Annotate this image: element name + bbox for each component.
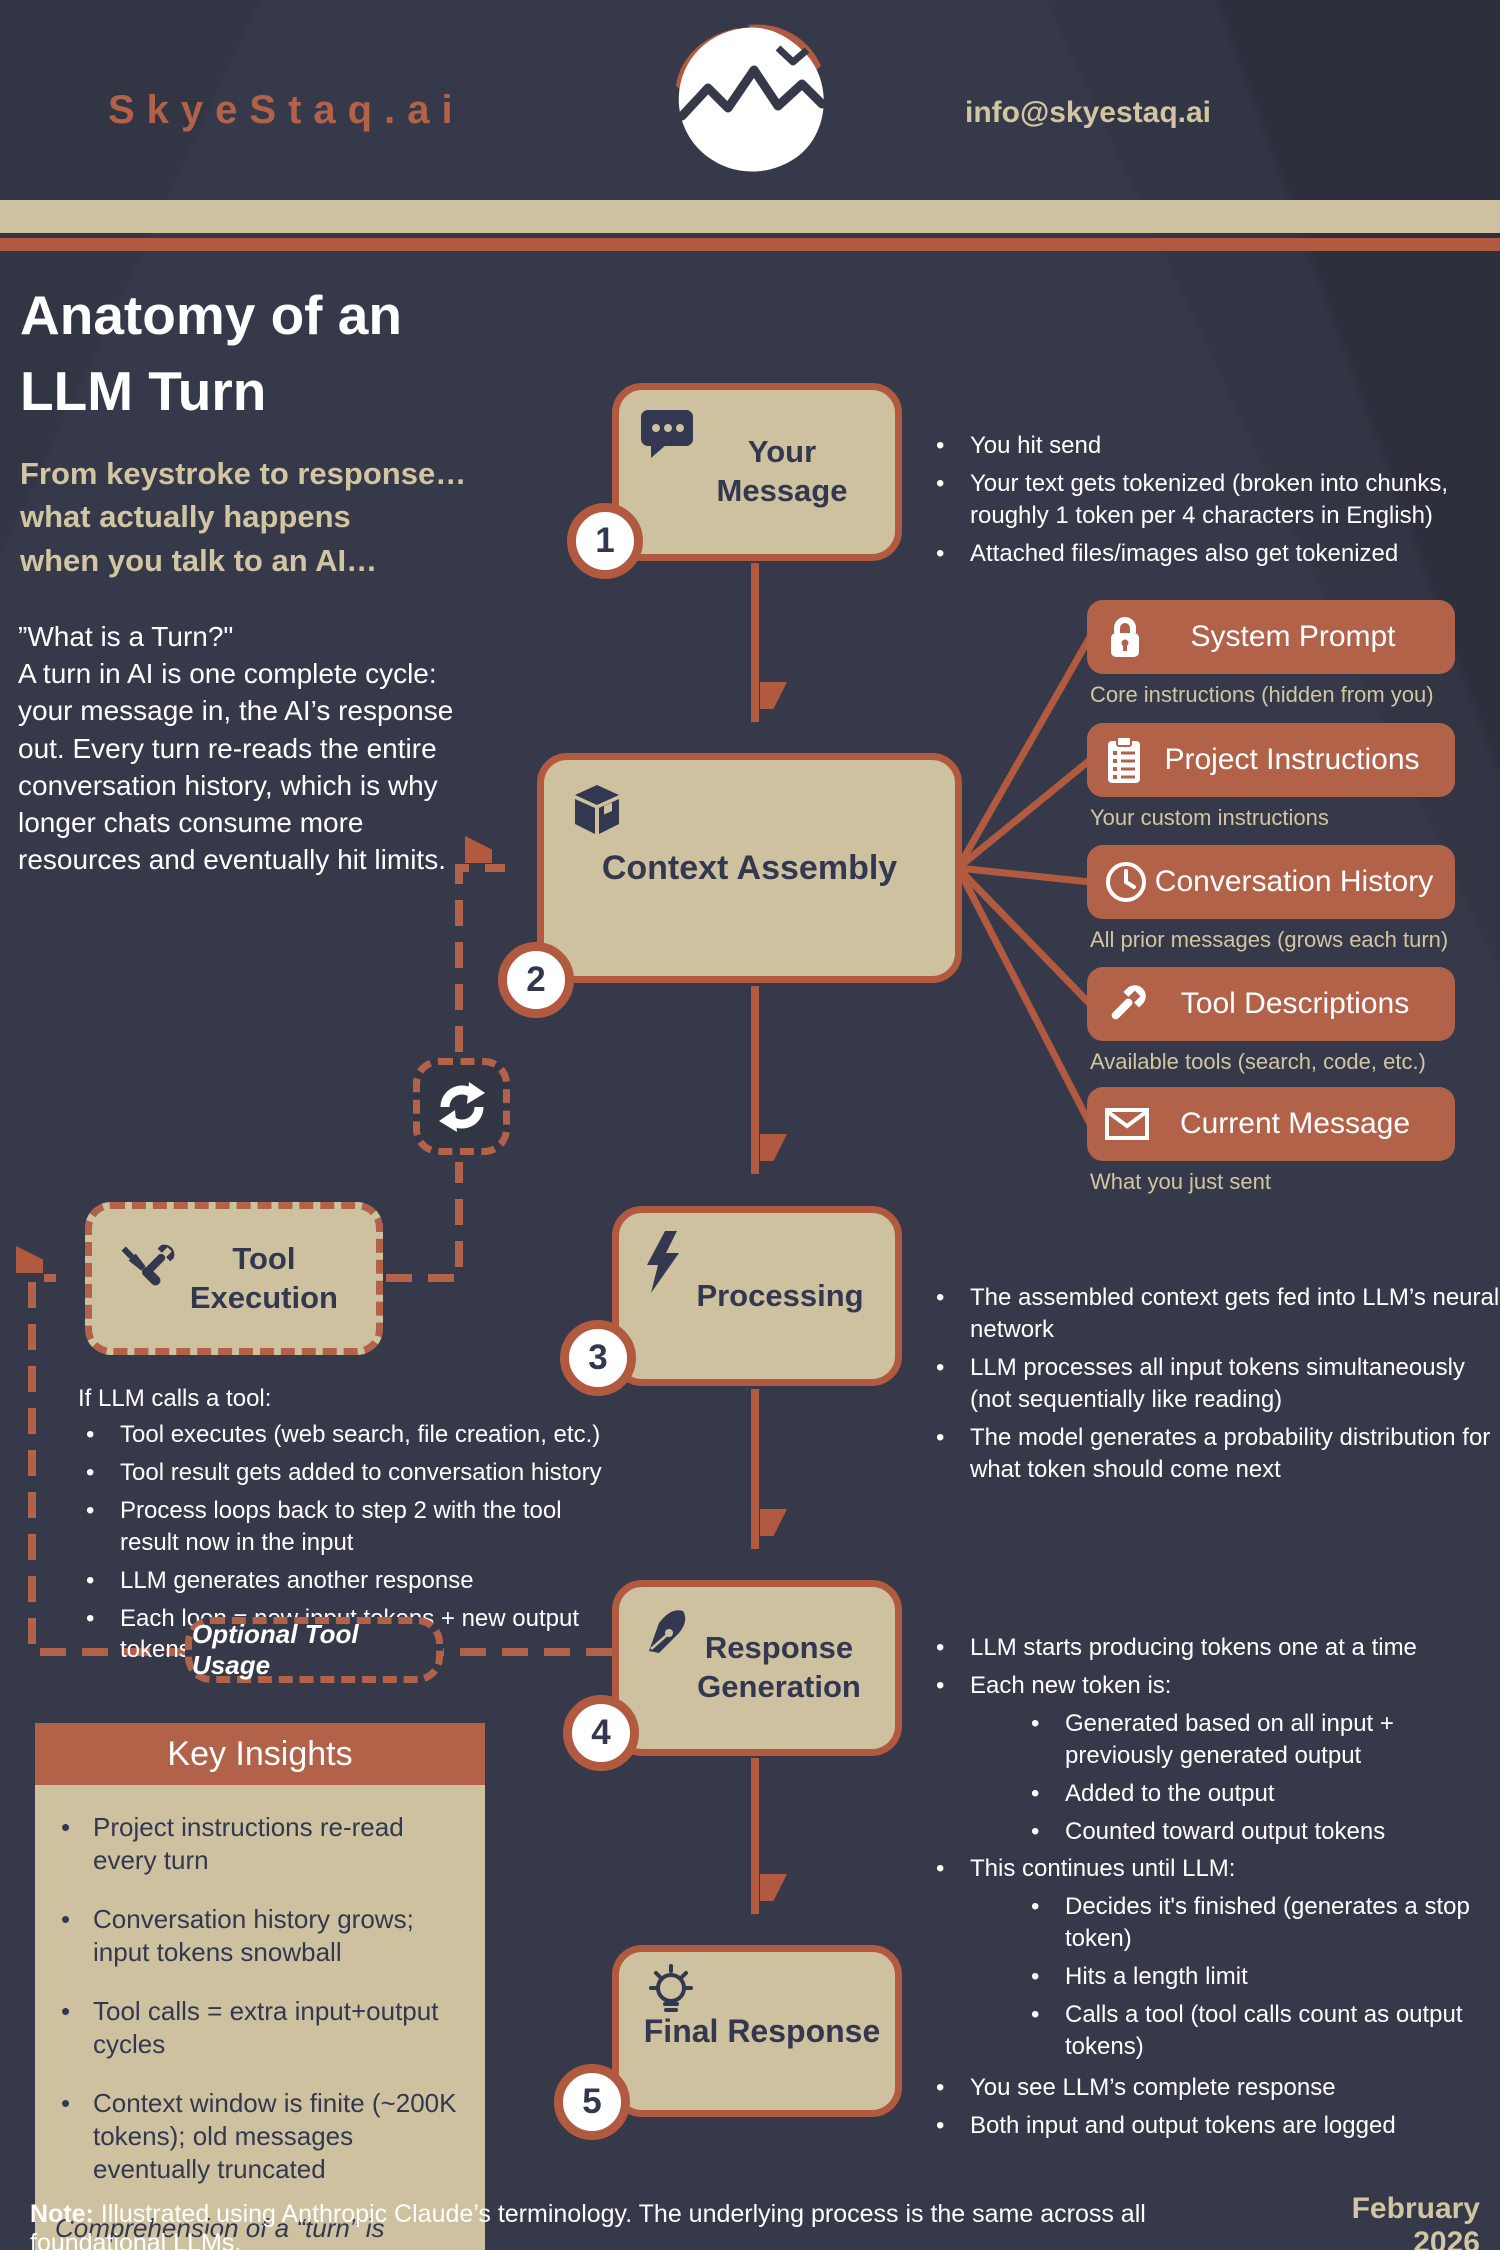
tool-bullets-intro: If LLM calls a tool: xyxy=(78,1385,272,1412)
key-insights-panel: Key Insights Project instructions re-rea… xyxy=(35,1723,485,2250)
bullet: Generated based on all input + previousl… xyxy=(1023,1708,1500,1772)
key-insights-title: Key Insights xyxy=(35,1723,485,1785)
card-caption: Available tools (search, code, etc.) xyxy=(1090,1049,1426,1074)
step-number-4: 4 xyxy=(563,1695,639,1771)
step-box-context-assembly: Context Assembly xyxy=(537,753,962,983)
bullet: Your text gets tokenized (broken into ch… xyxy=(928,468,1488,532)
step-label: Response Generation xyxy=(697,1630,861,1704)
chat-bubble-icon xyxy=(637,404,699,462)
clipboard-icon xyxy=(1103,735,1145,785)
card-label: Conversation History xyxy=(1154,865,1434,898)
bullet: Tool executes (web search, file creation… xyxy=(78,1419,608,1451)
card-caption: Your custom instructions xyxy=(1090,805,1329,830)
step-number-5: 5 xyxy=(554,2064,630,2140)
bullet: LLM processes all input tokens simultane… xyxy=(928,1352,1500,1416)
package-icon xyxy=(566,778,628,840)
pen-nib-icon xyxy=(639,1601,697,1659)
optional-tool-usage-tag: Optional Tool Usage xyxy=(185,1617,443,1683)
insight: Context window is finite (~200K tokens);… xyxy=(49,2087,463,2186)
key-insights-list: Project instructions re-read every turn … xyxy=(49,1811,463,2186)
step5-bullets: You see LLM’s complete response Both inp… xyxy=(928,2072,1488,2148)
card-conversation-history: Conversation History xyxy=(1087,845,1455,919)
envelope-icon xyxy=(1103,1104,1151,1144)
footer-note-label: Note: xyxy=(30,2200,94,2228)
bullet: The model generates a probability distri… xyxy=(928,1422,1500,1486)
card-current-message: Current Message xyxy=(1087,1087,1455,1161)
page-title: Anatomy of an LLM Turn xyxy=(20,284,402,422)
footer-note-body: Illustrated using Anthropic Claude’s ter… xyxy=(30,2200,1146,2250)
card-label: System Prompt xyxy=(1190,620,1396,653)
step-label: Tool Execution xyxy=(189,1240,338,1315)
mountain-logo-icon xyxy=(640,12,850,184)
bullet: The assembled context gets fed into LLM’… xyxy=(928,1282,1500,1346)
step1-bullets: You hit send Your text gets tokenized (b… xyxy=(928,430,1488,576)
separator-band-tan xyxy=(0,200,1500,233)
bullet: LLM starts producing tokens one at a tim… xyxy=(928,1632,1500,1664)
optional-label: Optional Tool Usage xyxy=(192,1619,359,1680)
step-box-your-message: Your Message xyxy=(612,383,902,561)
key-insights-body: Project instructions re-read every turn … xyxy=(35,1785,485,2250)
step3-bullets: The assembled context gets fed into LLM’… xyxy=(928,1282,1500,1491)
step-label: Final Response xyxy=(643,2013,881,2049)
card-label: Project Instructions xyxy=(1164,743,1420,776)
card-caption: All prior messages (grows each turn) xyxy=(1090,927,1449,952)
bullet: Both input and output tokens are logged xyxy=(928,2110,1488,2142)
step-label: Context Assembly xyxy=(601,848,898,887)
separator-band-rust xyxy=(0,238,1500,251)
bullet: This continues until LLM: xyxy=(928,1853,1500,1885)
insight: Conversation history grows; input tokens… xyxy=(49,1903,463,1969)
step-label: Your Message xyxy=(716,434,848,508)
clock-icon xyxy=(1103,859,1149,905)
bullet: Decides it's finished (generates a stop … xyxy=(1023,1891,1500,1955)
bullet: Calls a tool (tool calls count as output… xyxy=(1023,1999,1500,2063)
step-box-tool-execution: Tool Execution xyxy=(85,1202,383,1355)
step-number-1: 1 xyxy=(567,503,643,579)
footer-date: February 2026 xyxy=(1351,2192,1480,2250)
intro-body: A turn in AI is one complete cycle: your… xyxy=(18,658,454,876)
bullet: Process loops back to step 2 with the to… xyxy=(78,1495,608,1559)
card-system-prompt: System Prompt xyxy=(1087,600,1455,674)
card-caption: Core instructions (hidden from you) xyxy=(1090,682,1434,707)
card-caption: What you just sent xyxy=(1090,1169,1271,1194)
bullet: Added to the output xyxy=(1023,1778,1500,1810)
bullet: Tool result gets added to conversation h… xyxy=(78,1457,608,1489)
step-label: Processing xyxy=(696,1277,864,1313)
lightning-icon xyxy=(641,1229,687,1295)
lightbulb-icon xyxy=(639,1962,703,2026)
bullet: You hit send xyxy=(928,430,1488,462)
tool-execution-details: If LLM calls a tool: Tool executes (web … xyxy=(78,1385,608,1672)
lock-icon xyxy=(1103,613,1147,661)
sync-loop-icon xyxy=(413,1058,510,1155)
bullet: Hits a length limit xyxy=(1023,1961,1500,1993)
card-label: Tool Descriptions xyxy=(1180,987,1410,1020)
brand-logo-text: SkyeStaq.ai xyxy=(108,88,465,132)
card-tool-descriptions: Tool Descriptions xyxy=(1087,967,1455,1041)
bullet: Each new token is: xyxy=(928,1670,1500,1702)
card-project-instructions: Project Instructions xyxy=(1087,723,1455,797)
insight: Project instructions re-read every turn xyxy=(49,1811,463,1877)
step-number-3: 3 xyxy=(560,1320,636,1396)
intro-paragraph: ”What is a Turn?" A turn in AI is one co… xyxy=(18,618,488,879)
step-box-processing: Processing xyxy=(612,1206,902,1386)
tool-bullets: Tool executes (web search, file creation… xyxy=(78,1419,608,1666)
contact-email[interactable]: info@skyestaq.ai xyxy=(965,96,1212,129)
step4-bullets: LLM starts producing tokens one at a tim… xyxy=(928,1632,1500,2069)
bullet: Attached files/images also get tokenized xyxy=(928,538,1488,570)
bullet: Counted toward output tokens xyxy=(1023,1816,1500,1848)
bullet: You see LLM’s complete response xyxy=(928,2072,1488,2104)
step-box-final-response: Final Response xyxy=(612,1945,902,2117)
step-number-2: 2 xyxy=(498,942,574,1018)
step-box-response-generation: Response Generation xyxy=(612,1580,902,1756)
crossed-tools-icon xyxy=(108,1233,186,1311)
wrench-icon xyxy=(1103,980,1151,1028)
page-subtitle: From keystroke to response… what actuall… xyxy=(20,456,467,578)
insight: Tool calls = extra input+output cycles xyxy=(49,1995,463,2061)
footer-note: Note: Illustrated using Anthropic Claude… xyxy=(30,2200,1210,2250)
intro-heading: ”What is a Turn?" xyxy=(18,621,234,652)
bullet: LLM generates another response xyxy=(78,1565,608,1597)
key-insights-note: Comprehension of a “turn” is foundationa… xyxy=(55,2213,441,2250)
card-label: Current Message xyxy=(1179,1107,1411,1140)
